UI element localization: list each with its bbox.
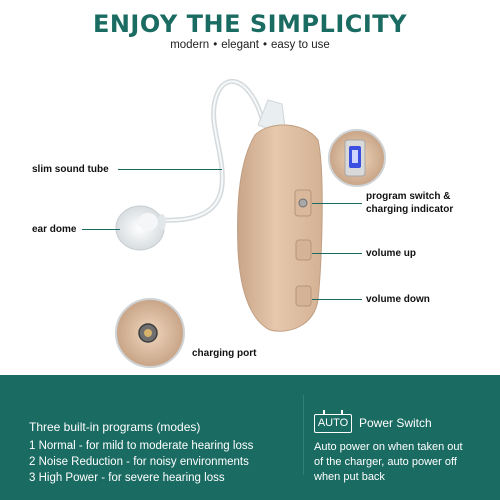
program-switch-line2: charging indicator	[366, 204, 454, 215]
power-switch-line-2: of the charger, auto power off	[314, 456, 457, 468]
label-slim-sound-tube: slim sound tube	[32, 164, 109, 175]
page-title: ENJOY THE SIMPLICITY	[92, 10, 408, 38]
hearing-aid-body	[237, 124, 323, 332]
leader-ear-dome	[82, 229, 120, 230]
leader-program-switch	[312, 203, 362, 204]
info-panel	[0, 375, 500, 500]
power-switch-line-1: Auto power on when taken out	[314, 441, 463, 453]
subtitle-easy: easy to use	[270, 39, 330, 51]
subtitle-bullet-1: •	[213, 39, 218, 51]
hearing-aid-illustration	[115, 79, 386, 368]
program-item-1: 1 Normal - for mild to moderate hearing …	[29, 440, 254, 452]
power-switch-line-3: when put back	[314, 471, 385, 483]
leader-volume-up	[312, 253, 362, 254]
leader-slim-sound-tube	[118, 169, 222, 170]
label-program-switch: program switch & charging indicator	[366, 190, 453, 216]
volume-down-button	[295, 285, 312, 307]
subtitle-bullet-2: •	[262, 39, 267, 51]
program-item-2: 2 Noise Reduction - for noisy environmen…	[29, 456, 249, 468]
ear-dome	[115, 205, 165, 251]
panel-divider	[303, 395, 304, 475]
label-ear-dome: ear dome	[32, 224, 77, 235]
leader-volume-down	[312, 299, 362, 300]
page-subtitle: modern•elegant•easy to use	[0, 39, 500, 51]
subtitle-modern: modern	[170, 39, 210, 51]
volume-up-button	[295, 239, 312, 261]
program-item-3: 3 High Power - for severe hearing loss	[29, 472, 225, 484]
power-switch-title: Power Switch	[359, 416, 432, 430]
programs-title: Three built-in programs (modes)	[29, 420, 201, 434]
auto-power-icon: AUTO	[314, 410, 352, 433]
label-volume-up: volume up	[366, 248, 417, 259]
program-switch-line1: program switch &	[366, 191, 451, 202]
subtitle-elegant: elegant	[221, 39, 259, 51]
label-charging-port: charging port	[192, 348, 257, 359]
label-volume-down: volume down	[366, 294, 430, 305]
